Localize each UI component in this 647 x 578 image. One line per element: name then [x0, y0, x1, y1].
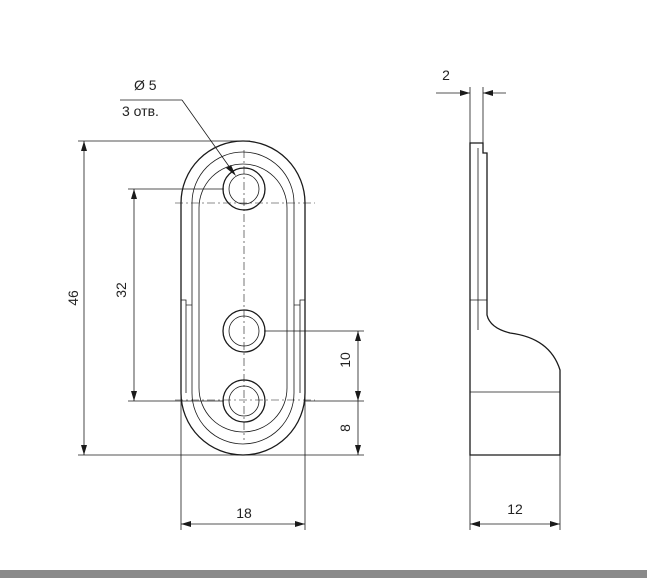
- dim-total-length: 46: [65, 290, 81, 306]
- front-upper-slot: [198, 163, 288, 209]
- hole-diameter-label: Ø 5: [134, 77, 157, 93]
- dim-depth: 12: [507, 501, 523, 517]
- front-dimensions: Ø 5 3 отв. 46 32 10 8 18: [65, 77, 364, 530]
- side-dimensions: 2 12: [436, 67, 561, 530]
- front-inner-outline: [191, 151, 295, 445]
- front-view: [175, 140, 315, 456]
- front-lower-slot: [198, 387, 288, 433]
- dim-edge-offset: 8: [337, 424, 353, 432]
- dim-thickness: 2: [442, 67, 450, 83]
- bottom-bar: [0, 570, 647, 578]
- hole-count-label: 3 отв.: [122, 103, 159, 119]
- side-outline: [469, 142, 561, 456]
- front-outline: [180, 140, 306, 456]
- side-view: [469, 142, 561, 456]
- dim-width: 18: [236, 505, 252, 521]
- right-notch: [299, 299, 305, 393]
- left-notch: [181, 299, 187, 393]
- dim-hole-spacing: 32: [113, 282, 129, 298]
- dim-mid-hole-offset: 10: [337, 352, 353, 368]
